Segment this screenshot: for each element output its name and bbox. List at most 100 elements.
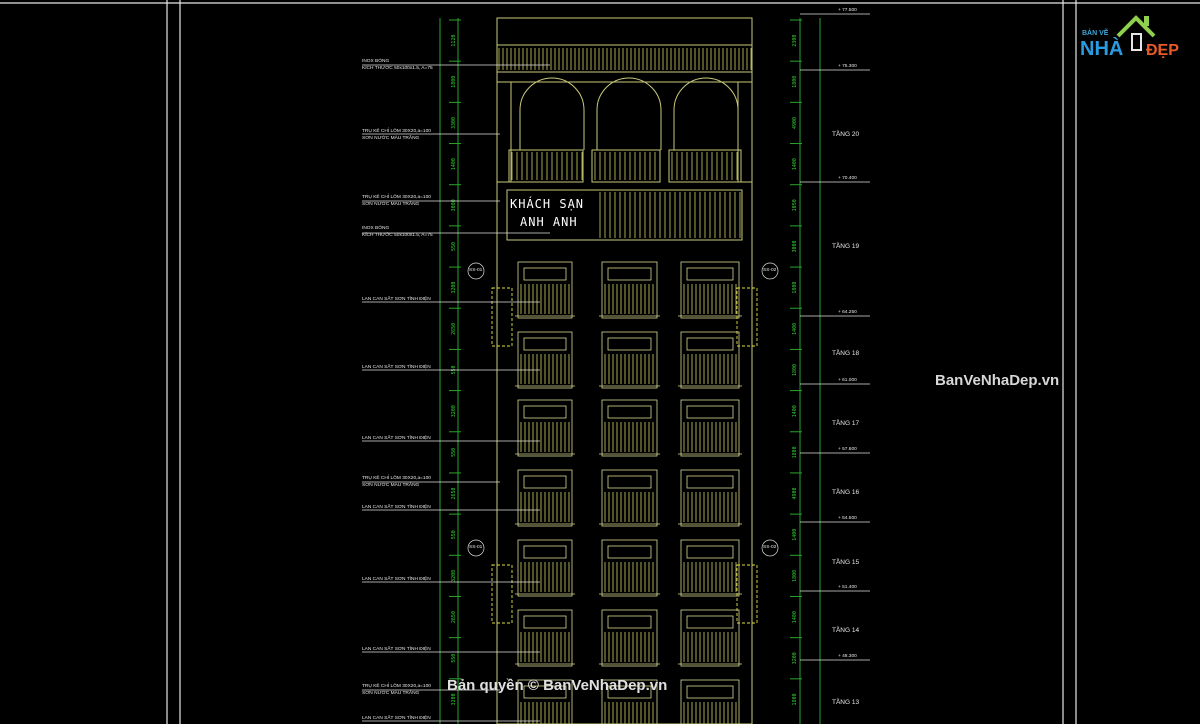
window-transom-0-1: [607, 267, 652, 281]
floor-19-label: TẦNG 19: [832, 240, 859, 250]
window-2-1: [601, 399, 658, 457]
sign-cladding-stripes: [599, 192, 741, 238]
dim-left-0: 1120: [451, 35, 457, 47]
level-7: + 54.500: [838, 515, 857, 521]
arch-1: [519, 77, 585, 150]
section-callouts: SS-01 SS-02 SS-01 SS-02: [467, 262, 779, 557]
floor-13-label: TẦNG 13: [832, 696, 859, 706]
floor-16-label: TẦNG 16: [832, 486, 859, 496]
side-panel-details: [491, 287, 758, 624]
window-1-1: [601, 331, 658, 389]
column-left: [496, 81, 512, 183]
note-inox-2: INOX BÓNG: [362, 224, 389, 231]
dimension-labels-left: 1120180033001400300055032002650550320055…: [449, 19, 461, 705]
dim-left-10: 550: [451, 448, 457, 457]
note-tru-1-paint: SƠN NƯỚC MÀU TRẮNG: [362, 133, 420, 141]
window-2-0: [517, 399, 573, 457]
arch-3: [673, 77, 739, 150]
dim-right-15: 3200: [792, 652, 798, 664]
note-tru-4: TRỤ KẼ CHỈ LÕM 30X20,a=100: [362, 682, 431, 689]
annotation-labels: INOX BÓNG KÍCH THƯỚC 50x100x1.5, A=75 TR…: [362, 57, 550, 722]
dim-right-1: 1800: [792, 76, 798, 88]
note-railing-2: LAN CAN SẮT SƠN TĨNH ĐIỆN: [362, 362, 431, 370]
window-transom-2-0: [523, 405, 567, 419]
dim-right-3: 1400: [792, 158, 798, 170]
dim-left-1: 1800: [451, 76, 457, 88]
window-transom-6-0: [523, 685, 567, 699]
level-markers: + 77.500 + 75.300 TẦNG 20 + 70.400 TẦNG …: [800, 7, 870, 706]
dim-right-0: 2300: [792, 35, 798, 47]
window-3-1: [601, 469, 658, 527]
note-tru-1: TRỤ KẼ CHỈ LÕM 30X20,a=100: [362, 127, 431, 134]
dim-left-12: 550: [451, 530, 457, 539]
window-4-1: [601, 539, 658, 597]
window-transom-5-2: [686, 615, 734, 629]
dim-left-9: 3200: [451, 405, 457, 417]
note-tru-3-paint: SƠN NƯỚC MÀU TRẮNG: [362, 480, 420, 488]
window-transom-5-1: [607, 615, 652, 629]
callout-label-2: SS-02: [763, 267, 777, 273]
note-railing-7: LAN CAN SẮT SƠN TĨNH ĐIỆN: [362, 713, 431, 721]
level-5: + 61.000: [838, 377, 857, 383]
house-icon: [1116, 15, 1156, 51]
window-transom-1-1: [607, 337, 652, 351]
floor-15-label: TẦNG 15: [832, 556, 859, 566]
floor-window-grid: [515, 261, 742, 724]
floor-14-label: TẦNG 14: [832, 624, 859, 634]
window-transom-5-0: [523, 615, 567, 629]
logo-top-text: BẢN VẼ: [1082, 30, 1109, 37]
level-6: + 57.600: [838, 446, 857, 452]
window-transom-3-2: [686, 475, 734, 489]
note-inox-2-size: KÍCH THƯỚC 50x100x1.5, A=75: [362, 231, 433, 238]
dim-right-11: 4900: [792, 488, 798, 500]
side-panel-3: [736, 564, 758, 624]
window-transom-6-2: [686, 685, 734, 699]
dim-right-9: 1400: [792, 405, 798, 417]
window-transom-2-2: [686, 405, 734, 419]
callout-circle-1: [467, 262, 485, 280]
window-4-2: [680, 539, 740, 597]
dim-left-14: 2650: [451, 611, 457, 623]
floor-20-label: TẦNG 20: [832, 128, 859, 138]
note-inox-1: INOX BÓNG: [362, 57, 389, 64]
window-transom-3-0: [523, 475, 567, 489]
facade-elevation: KHÁCH SẠN ANH ANH: [491, 17, 758, 724]
window-0-2: [680, 261, 740, 319]
window-transom-4-2: [686, 545, 734, 559]
window-transom-0-0: [523, 267, 567, 281]
dim-left-6: 3200: [451, 282, 457, 294]
dim-right-16: 1800: [792, 693, 798, 705]
note-railing-1: LAN CAN SẮT SƠN TĨNH ĐIỆN: [362, 294, 431, 302]
level-1: + 77.500: [838, 7, 857, 13]
top-balcony-1: [591, 149, 661, 183]
window-6-1: [601, 679, 658, 724]
window-3-0: [517, 469, 573, 527]
dim-right-2: 4900: [792, 117, 798, 129]
dim-right-5: 3000: [792, 240, 798, 252]
window-5-1: [601, 609, 658, 667]
callout-label-4: SS-02: [763, 544, 777, 550]
note-tru-2: TRỤ KẼ CHỈ LÕM 30X20,a=100: [362, 193, 431, 200]
side-panel-2: [491, 564, 513, 624]
window-5-0: [517, 609, 573, 667]
window-5-2: [680, 609, 740, 667]
dim-right-13: 1800: [792, 570, 798, 582]
dim-right-6: 1800: [792, 282, 798, 294]
window-0-1: [601, 261, 658, 319]
floor-18-label: TẦNG 18: [832, 347, 859, 357]
title-block-logo: BẢN VẼ NHÀ ĐẸP: [1078, 12, 1190, 66]
level-3: + 70.400: [838, 175, 857, 181]
window-6-0: [517, 679, 573, 724]
dim-left-5: 550: [451, 242, 457, 251]
window-6-2: [680, 679, 740, 724]
window-transom-4-0: [523, 545, 567, 559]
dimension-labels-right: 2300180049001400105030001800140018001400…: [790, 19, 802, 705]
window-3-2: [680, 469, 740, 527]
hotel-sign-line-1: KHÁCH SẠN: [510, 196, 584, 211]
logo-main-text: NHÀ: [1080, 38, 1124, 60]
window-1-0: [517, 331, 573, 389]
level-8: + 51.400: [838, 584, 857, 590]
note-railing-4: LAN CAN SẮT SƠN TĨNH ĐIỆN: [362, 502, 431, 510]
floor-20-balconies: [508, 149, 742, 183]
